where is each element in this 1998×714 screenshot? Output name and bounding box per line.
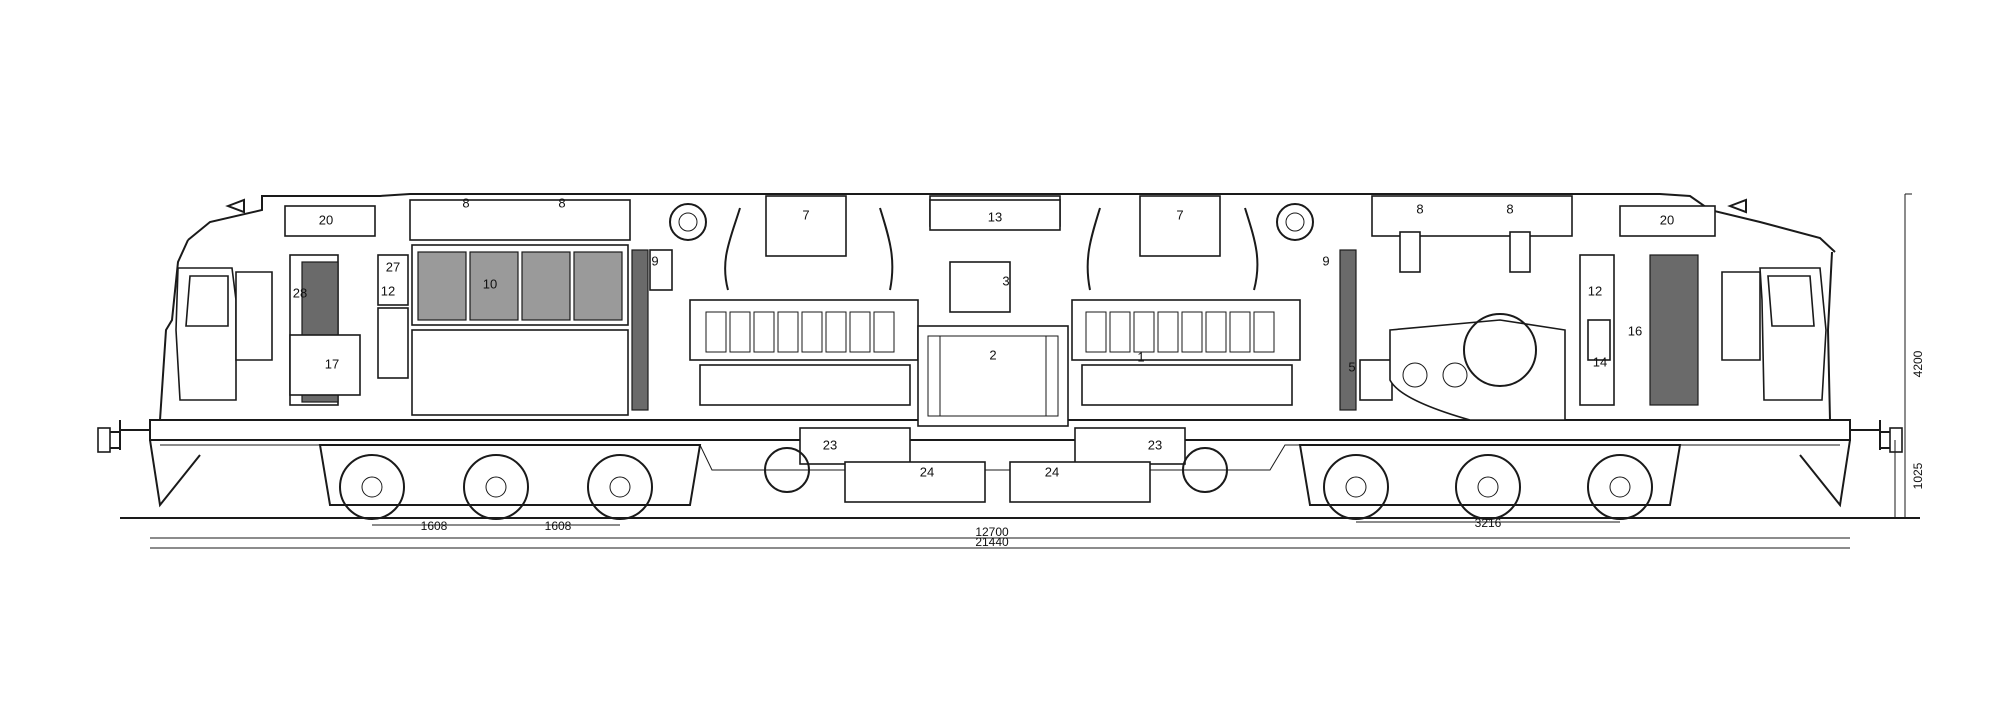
- part-labels: 1 2 3 5 7 7 8 8 8 8 9 9 10 12 12 13 14 1…: [293, 195, 1674, 479]
- part-label: 20: [1660, 212, 1674, 227]
- left-compartment: [284, 199, 707, 416]
- right-pilot: [1799, 439, 1851, 508]
- part-label: 7: [1176, 207, 1183, 222]
- dimension-lines: [150, 193, 1912, 549]
- dimension-bogie-wheelbase: 3216: [1475, 516, 1502, 530]
- dimension-bogie-centres: 12700: [975, 525, 1009, 539]
- part-label: 24: [920, 464, 934, 479]
- part-label: 14: [1593, 354, 1607, 369]
- right-bogie: [1298, 444, 1682, 520]
- part-label: 24: [1045, 464, 1059, 479]
- part-label: 3: [1002, 273, 1009, 288]
- left-buffer: [97, 420, 150, 453]
- dimension-axle-spacing-2: 1608: [545, 519, 572, 533]
- part-label: 8: [1416, 201, 1423, 216]
- part-label: 5: [1348, 359, 1355, 374]
- part-label: 23: [1148, 437, 1162, 452]
- part-label: 17: [325, 356, 339, 371]
- left-bogie: [318, 444, 702, 520]
- part-label: 13: [988, 209, 1002, 224]
- part-label: 8: [462, 195, 469, 210]
- part-label: 12: [1588, 283, 1602, 298]
- part-label: 1: [1137, 349, 1144, 364]
- right-engine: [1071, 195, 1314, 406]
- dimension-overall-length: 21440: [975, 535, 1009, 549]
- dimension-overall-height: 4200: [1911, 350, 1925, 377]
- dimension-texts: 1608 1608 3216 12700 21440 4200 1025: [421, 350, 1925, 549]
- body-outline: [149, 193, 1851, 471]
- part-label: 8: [1506, 201, 1513, 216]
- left-pilot: [149, 439, 201, 508]
- part-label: 9: [1322, 253, 1329, 268]
- center-generator: [917, 199, 1069, 427]
- dimension-buffer-height: 1025: [1911, 462, 1925, 489]
- part-label: 27: [386, 259, 400, 274]
- part-label: 10: [483, 276, 497, 291]
- part-label: 9: [651, 253, 658, 268]
- part-label: 2: [989, 347, 996, 362]
- part-label: 12: [381, 283, 395, 298]
- part-label: 23: [823, 437, 837, 452]
- part-label: 28: [293, 285, 307, 300]
- right-compartment: [1339, 195, 1716, 421]
- part-label: 16: [1628, 323, 1642, 338]
- part-label: 20: [319, 212, 333, 227]
- fuel-tanks: [764, 427, 1228, 503]
- right-buffer: [1850, 420, 1903, 453]
- part-label: 7: [802, 207, 809, 222]
- dimension-axle-spacing-1: 1608: [421, 519, 448, 533]
- part-label: 8: [558, 195, 565, 210]
